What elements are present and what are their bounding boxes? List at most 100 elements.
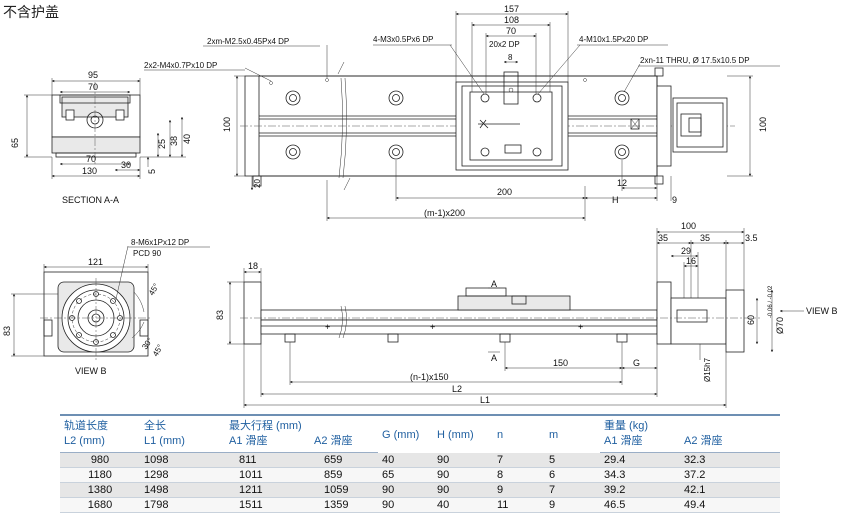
dim-70-top: 70 [88,82,98,92]
cell-l2: 980 [60,452,140,468]
table-row: 980 1098 811 659 40 90 7 5 29.4 32.3 [60,452,780,468]
callout-8-m6: 8-M6x1Px12 DP [131,238,189,247]
dim-m1x200: (m-1)x200 [424,208,465,218]
dim-200: 200 [497,187,512,197]
cell-l1: 1098 [140,452,225,468]
cell-m: 5 [545,452,600,468]
angle-45-top: 45° [147,282,161,297]
cell-stroke-a1: 1211 [225,482,310,498]
header-weight-a2: A2 滑座 [680,434,780,453]
section-aa-view: 95 70 70 30 130 65 25 38 40 5 SECTION A-… [10,70,192,205]
svg-text:+: + [430,322,435,332]
table-row: 1680 1798 1511 1359 90 40 11 9 46.5 49.4 [60,497,780,513]
dim-108: 108 [504,15,519,25]
dim-phi70-tolerance: -0.06 / -0.02 [768,285,774,318]
cell-stroke-a2: 659 [310,452,378,468]
dim-95: 95 [88,70,98,80]
cell-weight-a2: 42.1 [680,482,780,498]
dim-25: 25 [157,139,167,149]
cell-l1: 1298 [140,467,225,483]
cell-stroke-a2: 1359 [310,497,378,513]
cell-l2: 1180 [60,467,140,483]
dim-83-side: 83 [215,310,225,320]
cell-h: 90 [433,482,493,498]
dim-phi15: Ø15h7 [703,357,712,382]
header-max-stroke: 最大行程 (mm) [225,414,378,434]
header-rail-length: 轨道长度 [60,414,140,434]
callout-m4: 2x2-M4x0.7Px10 DP [144,61,217,70]
section-marker-a-top: A [491,279,497,289]
cell-weight-a1: 34.3 [600,467,680,483]
rail-holes [285,90,630,160]
cell-m: 9 [545,497,600,513]
dim-35a: 35 [658,233,668,243]
dim-n1x150: (n-1)x150 [410,372,449,382]
dim-29: 29 [681,246,691,256]
dim-18: 18 [248,261,258,271]
header-h: H (mm) [433,414,493,453]
dim-8: 8 [508,53,513,62]
header-weight-a1: A1 滑座 [600,434,680,453]
dim-g: G [633,358,640,368]
dim-40: 40 [182,134,192,144]
cell-weight-a1: 29.4 [600,452,680,468]
side-view: +++ 18 83 100 35 [215,221,838,408]
dim-12: 12 [617,178,627,188]
dim-16: 16 [686,256,696,266]
cell-h: 40 [433,497,493,513]
callout-m3: 4-M3x0.5Px6 DP [373,35,433,44]
dim-9: 9 [672,195,677,205]
cell-l2: 1380 [60,482,140,498]
dim-70: 70 [506,26,516,36]
cell-g: 65 [378,467,433,483]
spec-table: 轨道长度 全长 最大行程 (mm) G (mm) H (mm) n m 重量 (… [60,414,780,513]
dim-130: 130 [82,166,97,176]
cell-l1: 1498 [140,482,225,498]
svg-text:+: + [578,322,583,332]
dim-35b: 35 [700,233,710,243]
dim-5: 5 [147,169,157,174]
cell-stroke-a1: 1511 [225,497,310,513]
dim-121: 121 [88,257,103,267]
table-row: 1380 1498 1211 1059 90 90 9 7 39.2 42.1 [60,482,780,498]
dim-150: 150 [553,358,568,368]
cell-stroke-a2: 859 [310,467,378,483]
dim-60: 60 [746,315,756,325]
header-weight: 重量 (kg) [600,414,780,434]
header-m: m [545,414,600,453]
dim-20: 20 [253,179,262,188]
cell-weight-a2: 49.4 [680,497,780,513]
callout-thru: 2xn-11 THRU, Ø 17.5x10.5 DP [640,56,750,65]
header-rail-length-unit: L2 (mm) [60,434,140,453]
cell-h: 90 [433,467,493,483]
view-b: 8-M6x1Px12 DP PCD 90 121 83 45° 30° 45° … [2,238,210,376]
callout-m2-5: 2xm-M2.5x0.45Px4 DP [207,37,289,46]
cell-n: 8 [493,467,545,483]
dim-20x2dp: 20x2 DP [489,40,520,49]
cell-stroke-a1: 811 [225,452,310,468]
section-aa-label: SECTION A-A [62,195,119,205]
header-stroke-a1: A1 滑座 [225,434,310,453]
cell-weight-a1: 39.2 [600,482,680,498]
dim-100-side: 100 [681,221,696,231]
cell-l2: 1680 [60,497,140,513]
header-stroke-a2: A2 滑座 [310,434,378,453]
dim-l1: L1 [480,395,490,405]
cell-weight-a2: 37.2 [680,467,780,483]
page-title: 不含护盖 [3,4,59,20]
cell-weight-a1: 46.5 [600,497,680,513]
dim-38: 38 [169,136,179,146]
cell-weight-a2: 32.3 [680,452,780,468]
dim-65: 65 [10,138,20,148]
view-b-label: VIEW B [75,366,107,376]
callout-m10: 4-M10x1.5Px20 DP [579,35,648,44]
top-view: 2xm-M2.5x0.45Px4 DP 2x2-M4x0.7Px10 DP 4-… [144,4,780,221]
header-g: G (mm) [378,414,433,453]
dim-l2: L2 [452,384,462,394]
cell-stroke-a2: 1059 [310,482,378,498]
angle-45-bottom: 45° [151,343,165,358]
cell-n: 9 [493,482,545,498]
dim-30: 30 [121,160,131,170]
callout-pcd90: PCD 90 [133,249,162,258]
cell-g: 40 [378,452,433,468]
